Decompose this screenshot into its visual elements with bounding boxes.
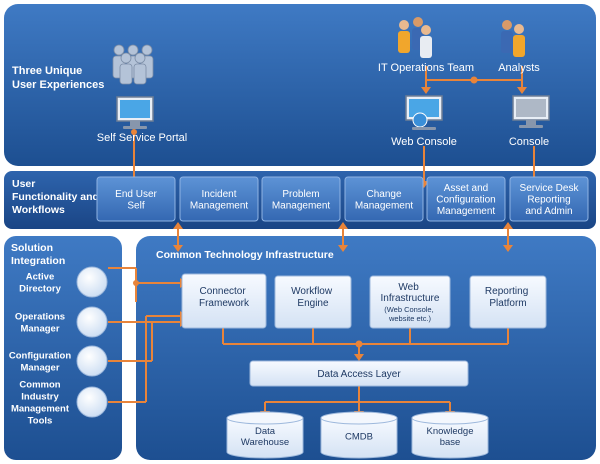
data-store-label: CMDB (345, 431, 373, 442)
self-service-portal-monitor-icon (116, 96, 154, 129)
cylinder-body-icon (411, 417, 489, 459)
connector-framework-label: Connector Framework (199, 286, 250, 309)
user-experiences-title: Three Unique User Experiences (12, 65, 104, 91)
integration-circle-icon (76, 345, 108, 377)
solution-integration-panel (4, 236, 122, 460)
cylinder-body-icon (320, 417, 398, 459)
it-operations-people-icon (398, 17, 432, 58)
common-infrastructure-title: Common Technology Infrastructure (156, 249, 334, 261)
cylinder-top-icon (411, 411, 489, 425)
web-infrastructure-box[interactable]: Web Infrastructure (Web Console, website… (369, 275, 451, 329)
cylinder-top-icon (226, 411, 304, 425)
integration-circle-icon (76, 306, 108, 338)
web-console-label: Web Console (391, 136, 457, 148)
cylinder-top-icon (320, 411, 398, 425)
data-store-cmdb[interactable]: CMDB (320, 411, 398, 459)
connector-dots (131, 76, 478, 348)
workflow-engine-box[interactable]: Workflow Engine (274, 275, 352, 329)
connector-framework-box[interactable]: Connector Framework (181, 273, 267, 329)
integration-circle-icon (76, 386, 108, 418)
web-infrastructure-label: Web Infrastructure (381, 282, 440, 304)
self-service-portal-label: Self Service Portal (97, 132, 187, 144)
workflow-engine-label: Workflow Engine (291, 286, 335, 309)
data-access-layer-box[interactable]: Data Access Layer (249, 360, 469, 387)
data-access-layer-label: Data Access Layer (317, 369, 401, 380)
analysts-people-icon (501, 20, 525, 57)
reporting-platform-label: Reporting Platform (485, 286, 531, 309)
end-users-people-icon (112, 44, 154, 85)
integration-circle-icon (76, 266, 108, 298)
user-experiences-panel (4, 4, 596, 166)
analysts-label: Analysts (498, 62, 540, 74)
user-functionality-title: User Functionality and Workflows (12, 178, 102, 216)
console-label: Console (509, 136, 549, 148)
web-infrastructure-note: (Web Console, website etc.) (384, 305, 436, 323)
web-console-monitor-icon (405, 95, 443, 130)
reporting-platform-box[interactable]: Reporting Platform (469, 275, 547, 329)
console-monitor-icon (512, 95, 550, 128)
cylinder-body-icon (226, 417, 304, 459)
it-operations-team-label: IT Operations Team (378, 62, 474, 74)
solution-integration-title: Solution Integration (11, 242, 65, 267)
